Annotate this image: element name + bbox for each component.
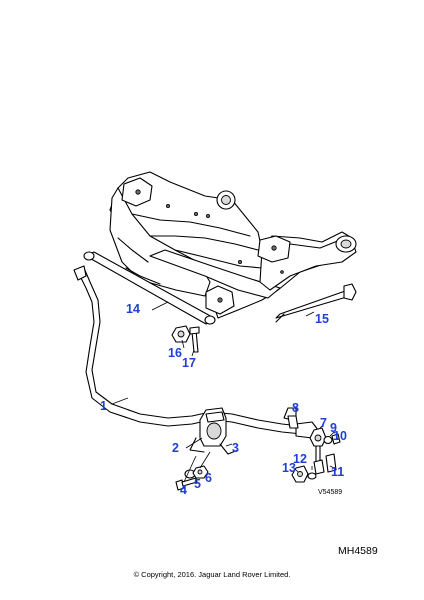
callout-8: 8 (292, 401, 299, 415)
drop-link (283, 407, 341, 483)
callout-15: 15 (315, 312, 329, 326)
anti-roll-bar (73, 265, 319, 439)
clamp-fasteners (175, 451, 211, 491)
callout-labels: 1 2 3 4 5 6 7 8 9 10 11 12 13 14 15 16 1… (100, 302, 347, 497)
callout-11: 11 (331, 465, 344, 479)
callout-7: 7 (320, 416, 327, 430)
long-bolt (275, 283, 357, 323)
callout-4: 4 (180, 483, 187, 497)
copyright-notice: © Copyright, 2016. Jaguar Land Rover Lim… (133, 570, 291, 579)
callout-13: 13 (282, 461, 296, 475)
callout-10: 10 (333, 429, 347, 443)
callout-5: 5 (194, 477, 201, 491)
callout-9: 9 (330, 421, 337, 435)
callout-1: 1 (100, 399, 107, 413)
callout-14: 14 (126, 302, 140, 316)
callout-3: 3 (232, 441, 239, 455)
callout-12: 12 (293, 452, 307, 466)
diagram-code: MH4589 (338, 545, 378, 557)
callout-2: 2 (172, 441, 179, 455)
link-rod (83, 251, 216, 325)
clamp-and-bush (189, 407, 239, 455)
callout-6: 6 (205, 471, 212, 485)
drawing-reference: V54589 (318, 489, 342, 496)
callout-16: 16 (168, 346, 182, 360)
nut-and-bolt (171, 325, 200, 353)
rear-subframe-drawing (109, 171, 357, 319)
leader-lines (111, 301, 339, 473)
callout-17: 17 (182, 356, 196, 370)
